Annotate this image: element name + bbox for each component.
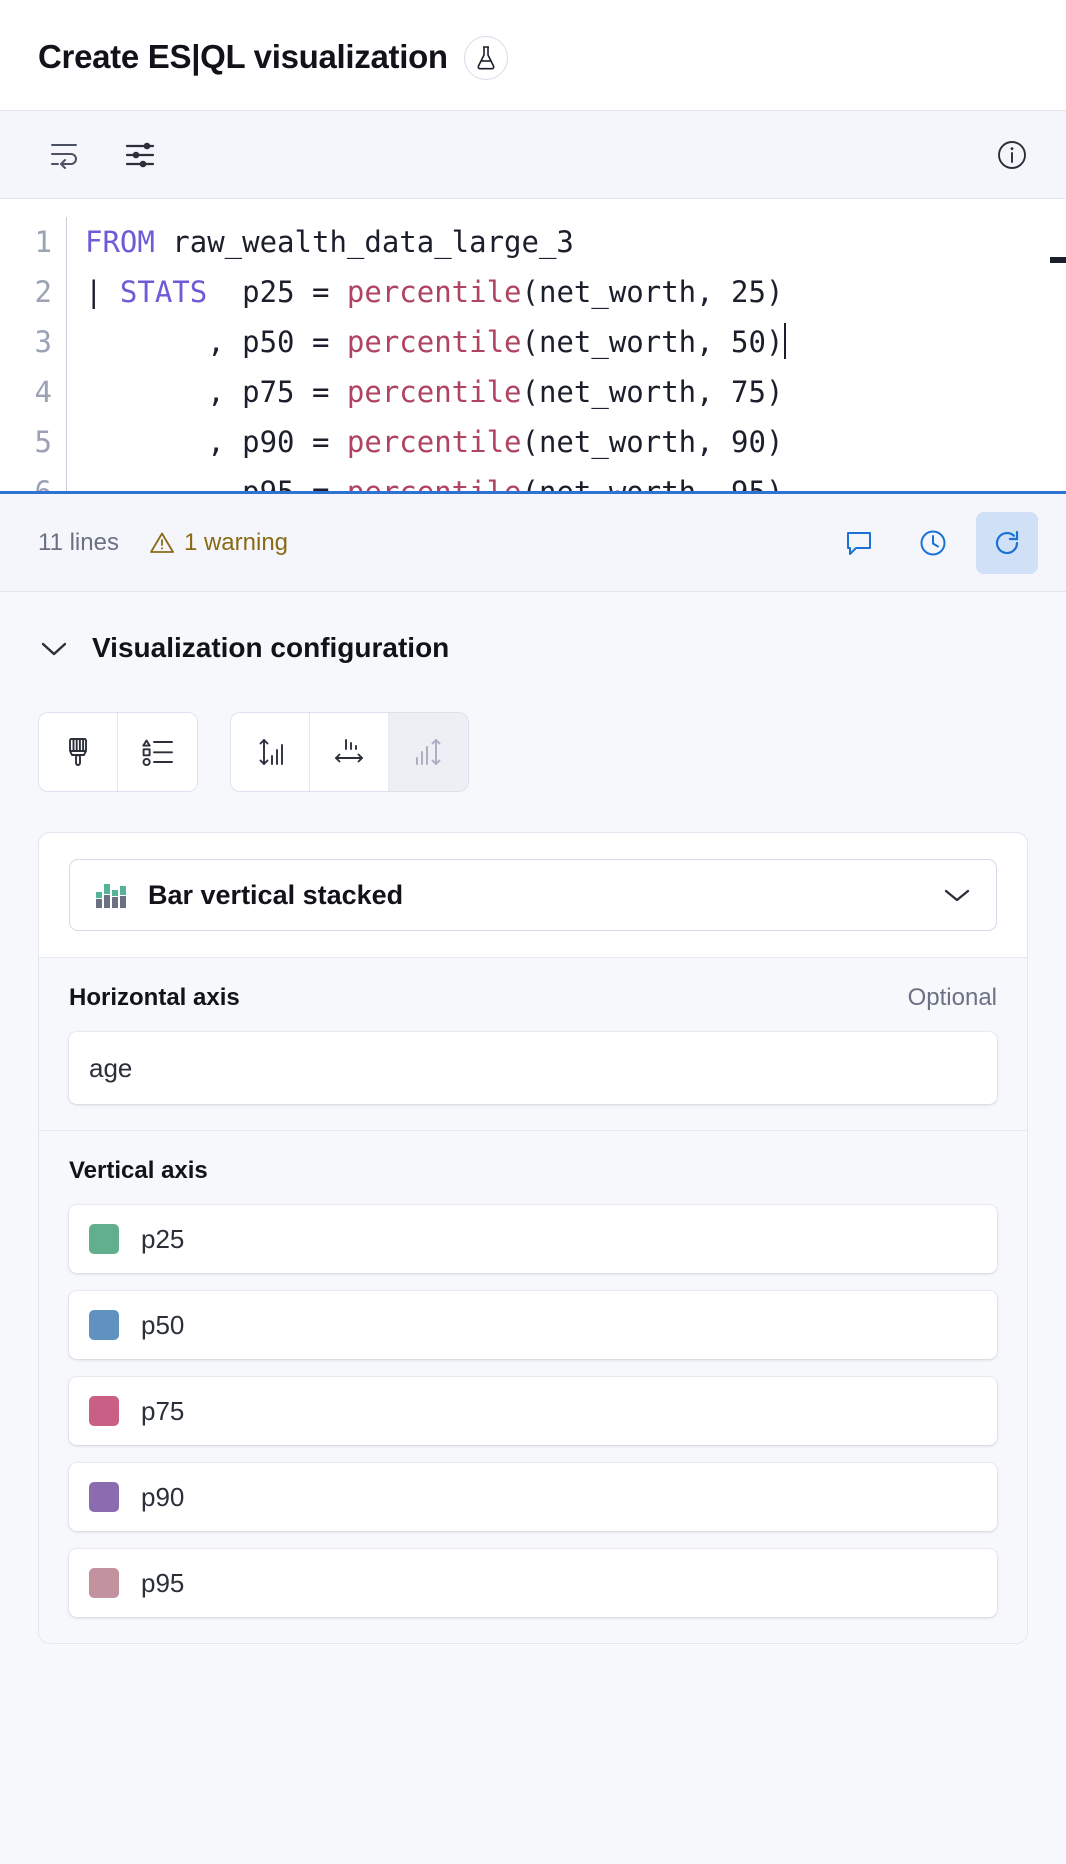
code-line[interactable]: , p50 = percentile(net_worth, 50) — [85, 317, 1066, 367]
chart-type-label: Bar vertical stacked — [148, 879, 404, 910]
paint-brush-icon[interactable] — [39, 713, 118, 791]
color-swatch-icon[interactable] — [89, 1396, 119, 1426]
esql-code-editor[interactable]: 1234567 FROM raw_wealth_data_large_3| ST… — [0, 199, 1066, 494]
visualization-configuration-section: Visualization configuration — [0, 592, 1066, 1864]
dimension-label: p50 — [141, 1309, 185, 1340]
line-number: 1 — [34, 225, 52, 259]
dimension-label: p25 — [141, 1223, 185, 1254]
code-line[interactable]: FROM raw_wealth_data_large_3 — [85, 225, 574, 259]
code-line[interactable]: | STATS p25 = percentile(net_worth, 25) — [85, 275, 784, 309]
code-line[interactable]: , p95 = percentile(net_worth, 95) — [85, 475, 784, 494]
flask-icon — [463, 36, 508, 80]
refresh-icon[interactable] — [976, 511, 1038, 574]
color-swatch-icon[interactable] — [89, 1224, 119, 1254]
flyout-header: Create ES|QL visualization — [0, 0, 1066, 111]
horizontal-axis-field[interactable]: age — [69, 1032, 997, 1104]
horizontal-axis-bar-icon[interactable] — [310, 713, 389, 791]
line-number: 3 — [34, 325, 52, 359]
dimension-row[interactable]: p75 — [69, 1377, 997, 1445]
bar-vertical-stacked-icon — [94, 880, 130, 910]
line-number-gutter: 1234567 — [0, 217, 66, 494]
dimension-row[interactable]: p50 — [69, 1291, 997, 1359]
horizontal-axis-row: Horizontal axis Optional age — [39, 958, 1027, 1131]
line-number: 6 — [34, 475, 52, 494]
comment-icon[interactable] — [828, 512, 890, 574]
code-content[interactable]: FROM raw_wealth_data_large_3 | STATS p25 … — [66, 217, 1066, 494]
appearance-button-group — [38, 712, 198, 792]
page-title: Create ES|QL visualization — [38, 38, 448, 76]
dimension-label: p75 — [141, 1395, 185, 1426]
vertical-axis-dimension-list: p25 p50 p75 p90 p95 — [69, 1205, 997, 1617]
dimension-row[interactable]: p25 — [69, 1205, 997, 1273]
dimension-row[interactable]: p90 — [69, 1463, 997, 1531]
dimension-row[interactable]: p95 — [69, 1549, 997, 1617]
editor-scrollbar[interactable] — [1050, 257, 1066, 263]
chart-type-select[interactable]: Bar vertical stacked — [69, 859, 997, 931]
vertical-axis-bar-icon[interactable] — [231, 713, 310, 791]
color-swatch-icon[interactable] — [89, 1568, 119, 1598]
line-number: 2 — [34, 275, 52, 309]
color-swatch-icon[interactable] — [89, 1310, 119, 1340]
text-cursor — [784, 323, 787, 359]
viz-config-title: Visualization configuration — [92, 632, 450, 663]
code-line[interactable]: , p90 = percentile(net_worth, 90) — [85, 425, 784, 459]
horizontal-axis-optional-label: Optional — [907, 984, 997, 1011]
line-number: 4 — [34, 375, 52, 409]
horizontal-axis-label: Horizontal axis — [69, 984, 240, 1011]
bar-orientation-icon[interactable] — [389, 713, 468, 791]
code-line[interactable]: , p75 = percentile(net_worth, 75) — [85, 375, 784, 409]
word-wrap-icon[interactable] — [44, 135, 84, 175]
axis-orientation-button-group — [230, 712, 469, 792]
viz-toolbar-groups — [38, 712, 1028, 792]
legend-list-icon[interactable] — [118, 713, 197, 791]
warning-triangle-icon — [150, 532, 174, 553]
dimension-label: p90 — [141, 1481, 185, 1512]
line-number: 5 — [34, 425, 52, 459]
clock-history-icon[interactable] — [902, 512, 964, 574]
editor-status-bar: 11 lines 1 warning — [0, 494, 1066, 592]
sliders-icon[interactable] — [120, 135, 160, 175]
info-circle-icon[interactable] — [992, 135, 1032, 175]
viz-config-header[interactable]: Visualization configuration — [38, 632, 1028, 664]
chart-type-row: Bar vertical stacked — [39, 833, 1027, 958]
line-count-label: 11 lines — [38, 528, 119, 556]
chevron-down-icon[interactable] — [942, 886, 972, 904]
vertical-axis-row: Vertical axis p25 p50 p75 p90 p95 — [39, 1131, 1027, 1643]
chevron-down-icon[interactable] — [38, 638, 70, 658]
visualization-config-card: Bar vertical stacked Horizontal axis Opt… — [38, 832, 1028, 1644]
color-swatch-icon[interactable] — [89, 1482, 119, 1512]
vertical-axis-label: Vertical axis — [69, 1157, 208, 1184]
warning-indicator[interactable]: 1 warning — [149, 529, 288, 557]
dimension-label: p95 — [141, 1567, 185, 1598]
editor-toolbar — [0, 111, 1066, 199]
warning-label: 1 warning — [183, 528, 289, 556]
